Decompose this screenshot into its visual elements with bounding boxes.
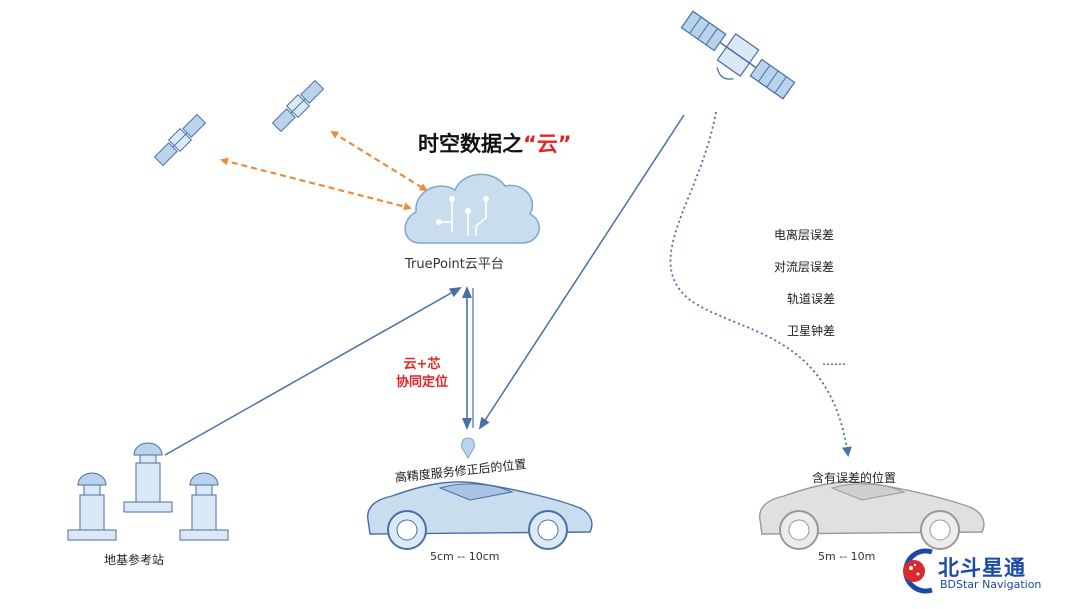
car-icon (759, 481, 985, 550)
error-item: 电离层误差 (774, 228, 835, 242)
hp-accuracy-label: 5cm -- 10cm (430, 550, 500, 563)
reference-station-icon (67, 472, 117, 541)
satellite-icon (680, 10, 796, 100)
err-position-label: 含有误差的位置 (812, 471, 897, 485)
satellite-cloud-link (220, 157, 412, 211)
car-icon (367, 481, 593, 550)
collab-line2: 协同定位 (396, 375, 449, 390)
cloud-icon (404, 173, 540, 244)
satellite-cloud-link (330, 130, 428, 192)
error-item: 卫星钟差 (787, 324, 836, 338)
stations-label: 地基参考站 (104, 553, 165, 567)
reference-station-icon (123, 442, 173, 513)
brand-name-cn: 北斗星通 (938, 556, 1026, 580)
title-highlight: “云” (523, 132, 572, 156)
station-cloud-link (164, 287, 462, 456)
error-item: 对流层误差 (774, 260, 835, 274)
cloud-platform-label: TruePoint云平台 (405, 257, 504, 272)
err-accuracy-label: 5m -- 10m (818, 550, 876, 563)
satellite-icon (153, 113, 207, 167)
brand-name-en: BDStar Navigation (940, 578, 1042, 591)
location-pin-icon (461, 437, 475, 460)
error-signal-path (669, 111, 852, 457)
diagram-title: 时空数据之“云” (418, 128, 572, 158)
satellite-car-link (478, 114, 685, 430)
brand-logo-icon (903, 548, 933, 594)
error-item: 轨道误差 (787, 292, 836, 306)
satellite-icon (271, 79, 325, 133)
collab-label: 云+芯 协同定位 (396, 356, 448, 392)
error-item: …… (822, 354, 846, 368)
collab-line1: 云+芯 (403, 357, 441, 372)
reference-station-icon (179, 472, 229, 541)
title-text: 时空数据之 (418, 132, 523, 156)
